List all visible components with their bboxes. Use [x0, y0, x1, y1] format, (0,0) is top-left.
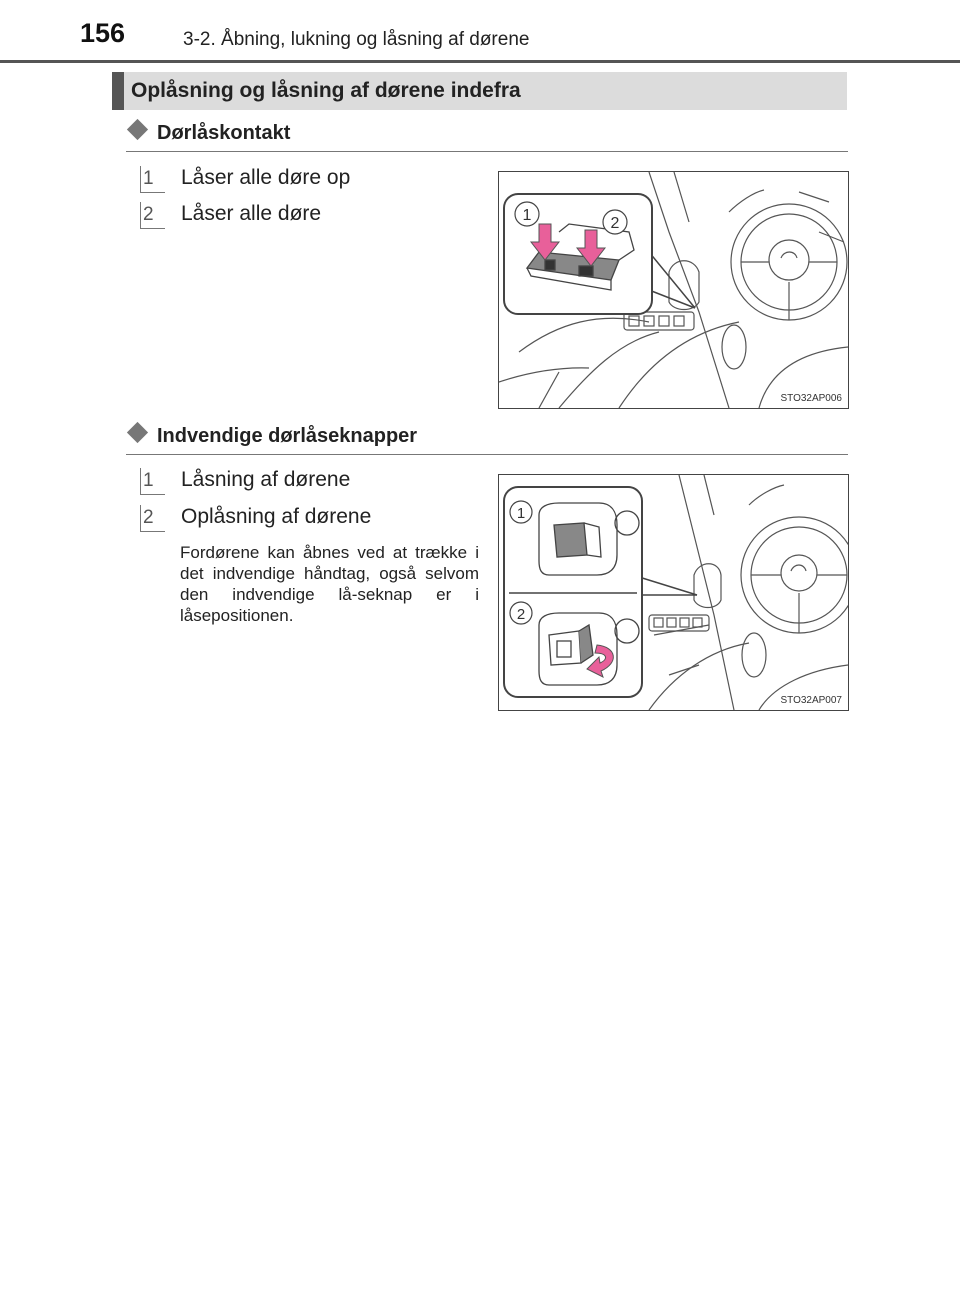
figure-inside-lock-buttons: 1 2 STO32AP007 — [498, 474, 849, 711]
header-rule — [0, 60, 960, 63]
section-title-bar: Oplåsning og låsning af dørene indefra — [112, 72, 847, 110]
callout-2-label: 2 — [611, 215, 620, 232]
inside-lock-button-illustration: 1 2 — [503, 475, 848, 710]
item-number-box — [140, 202, 165, 229]
callout-2-label: 2 — [517, 606, 525, 623]
item-number: 2 — [143, 204, 154, 225]
sub-heading-text: Indvendige dørlåseknapper — [157, 425, 418, 447]
running-title: 3-2. Åbning, lukning og låsning af døren… — [183, 29, 530, 50]
item-number-box — [140, 468, 165, 495]
diamond-bullet-icon — [126, 421, 149, 444]
sub-heading-rule — [126, 151, 848, 152]
section-bar-accent — [112, 72, 124, 110]
item-number: 1 — [143, 168, 154, 189]
page-number: 156 — [80, 18, 126, 48]
item-label: Oplåsning af dørene — [181, 505, 372, 528]
sub-heading-rule — [126, 454, 848, 455]
item-number: 1 — [143, 470, 154, 491]
sub-heading-door-lock-switch: Dørlåskontakt — [126, 118, 291, 145]
item-number: 2 — [143, 507, 154, 528]
item-label: Låsning af dørene — [181, 468, 351, 491]
callout-1-label: 1 — [517, 505, 525, 522]
figure-code: STO32AP007 — [780, 695, 842, 706]
figure-code: STO32AP006 — [780, 393, 842, 404]
item-number-box — [140, 166, 165, 193]
note-text: Fordørene kan åbnes ved at trække i det … — [180, 543, 479, 625]
callout-1-label: 1 — [523, 207, 532, 224]
sub-heading-text: Dørlåskontakt — [157, 122, 291, 144]
sub-heading-inside-lock-buttons: Indvendige dørlåseknapper — [126, 421, 418, 448]
item-label: Låser alle døre op — [181, 166, 351, 189]
diamond-bullet-icon — [126, 118, 149, 141]
item-label: Låser alle døre — [181, 202, 322, 225]
section-title: Oplåsning og låsning af dørene indefra — [131, 79, 521, 102]
figure-door-lock-switch: 1 2 STO32AP006 — [498, 171, 849, 409]
item-number-box — [140, 505, 165, 532]
door-lock-switch-illustration: 1 2 — [499, 172, 848, 408]
